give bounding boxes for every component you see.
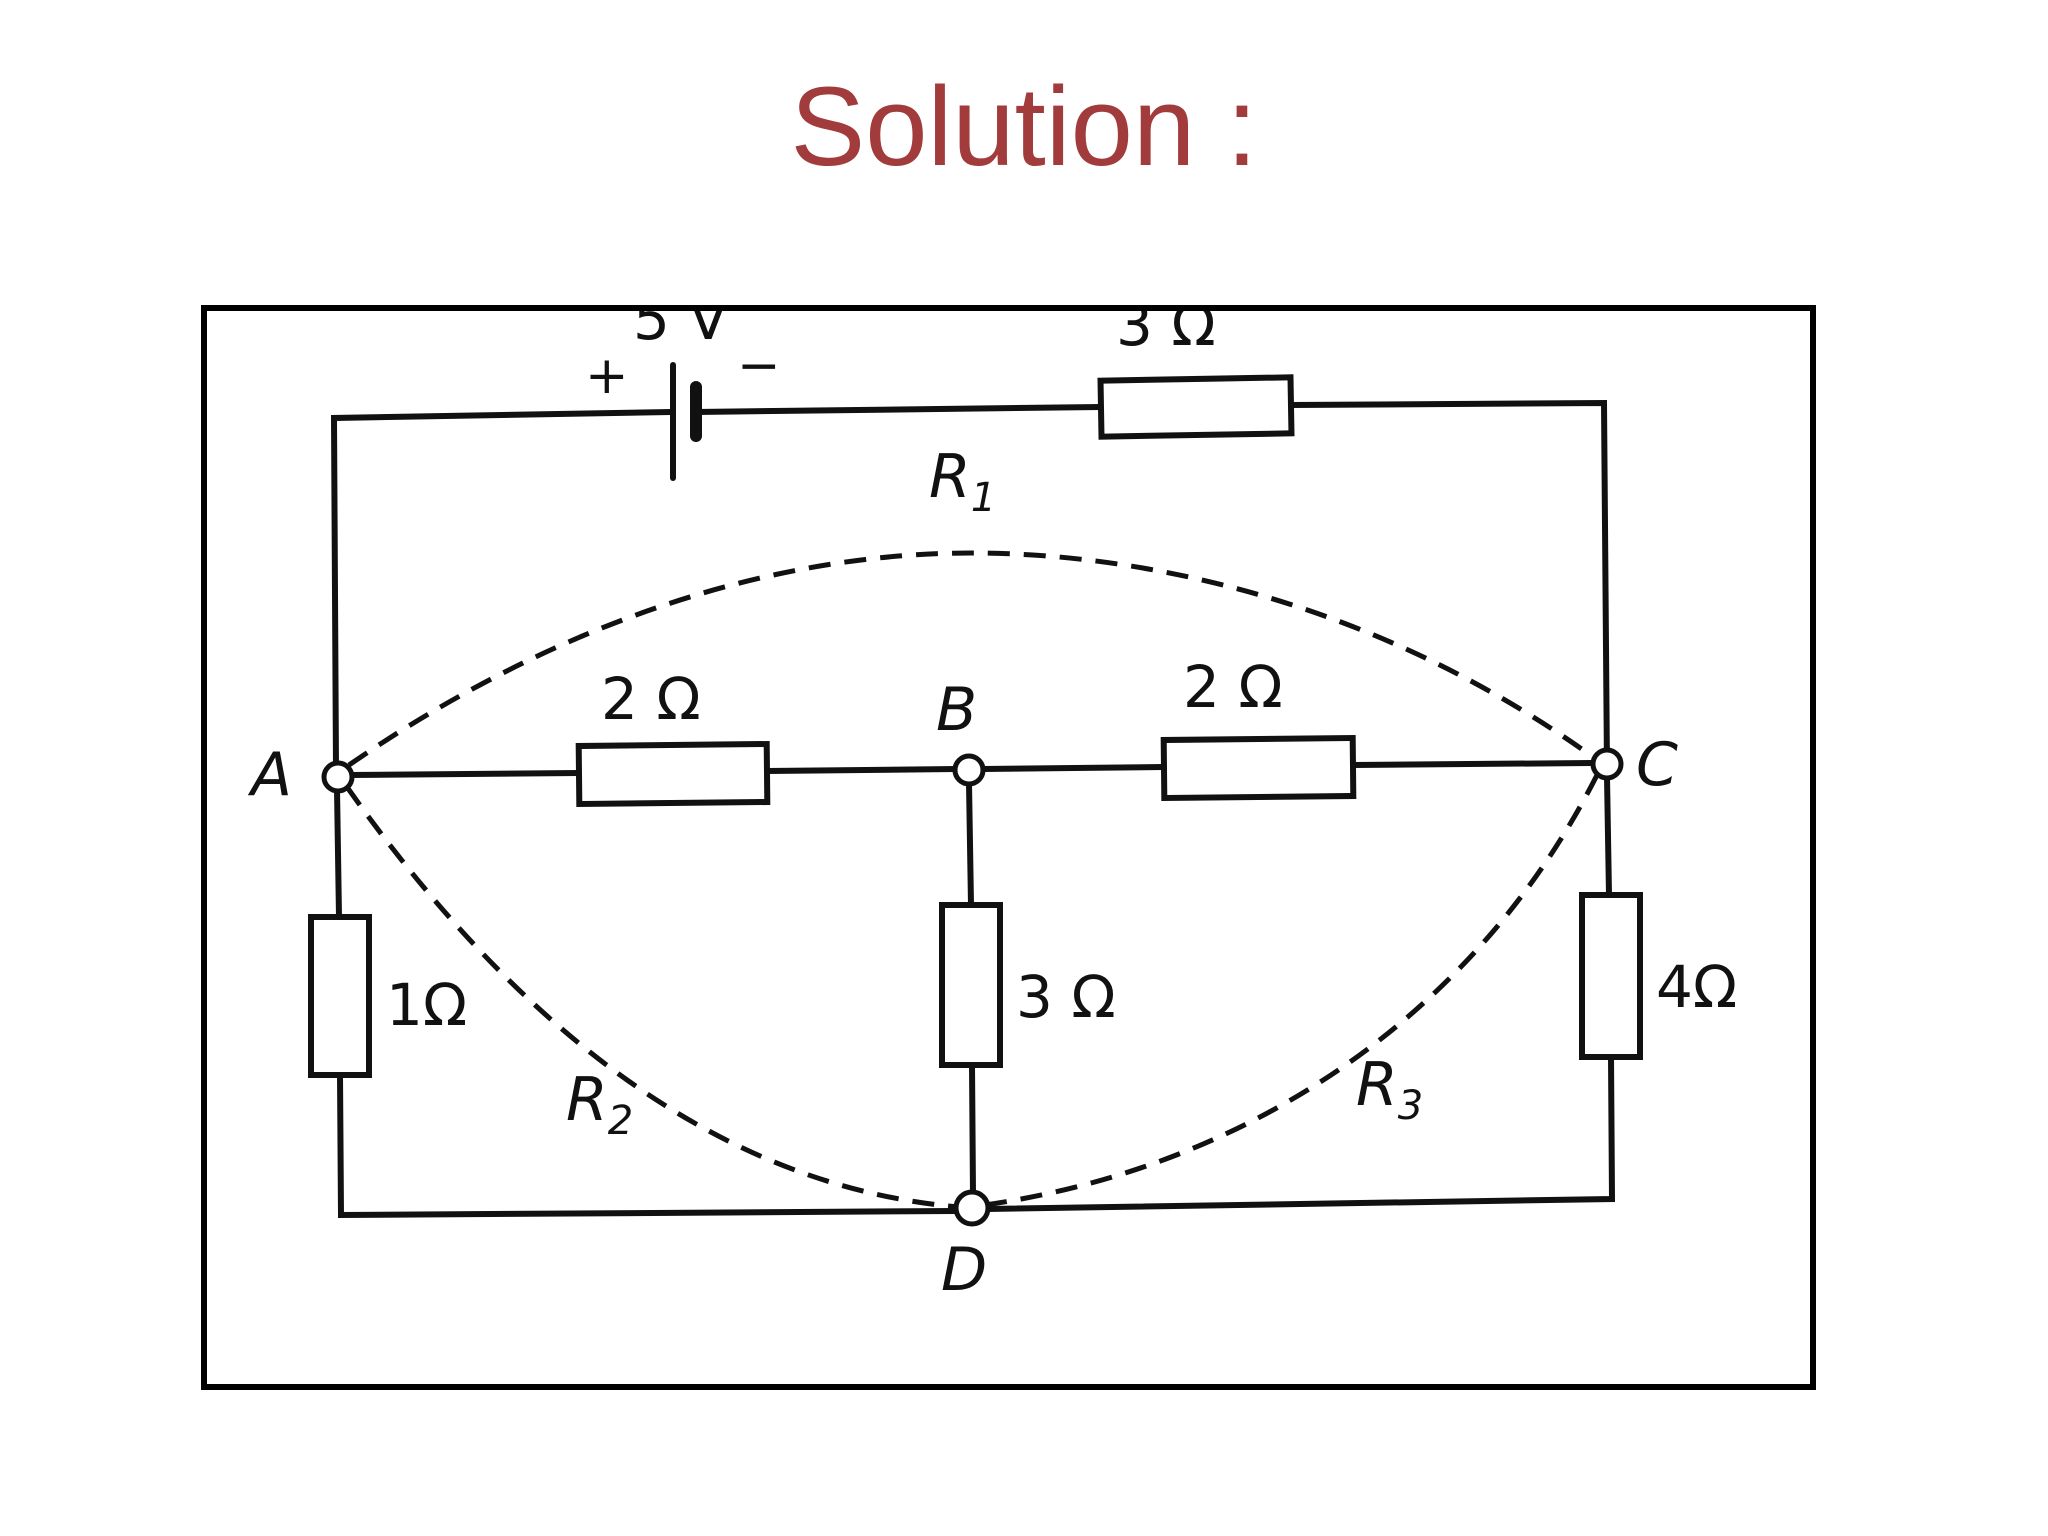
- r2-subscript: 2: [608, 1098, 633, 1144]
- resistor-ab-2ohm: [575, 740, 771, 808]
- node-b: [952, 753, 986, 787]
- resistor-bc-2ohm: [1160, 734, 1357, 802]
- resistor-bd-3ohm-label: 3 Ω: [1016, 963, 1116, 1031]
- battery-plus-label: +: [585, 346, 629, 406]
- node-c: [1590, 747, 1624, 781]
- equivalent-labels: R1 R2 R3: [566, 442, 1423, 1144]
- resistor-ad-1ohm: [308, 914, 372, 1078]
- resistor-ab-2ohm-label: 2 Ω: [601, 665, 701, 733]
- wire-left-top: [330, 409, 674, 773]
- r1-letter: R: [929, 442, 971, 512]
- r3-subscript: 3: [1398, 1083, 1423, 1129]
- node-d: [953, 1189, 991, 1227]
- circuit-diagram: 5 V + − 3 Ω 2 Ω 2 Ω 1Ω 3 Ω 4Ω: [247, 305, 1737, 1305]
- battery: 5 V + −: [585, 305, 781, 481]
- wire-2ohm-to-b: [764, 766, 960, 774]
- wire-top-right: [1288, 399, 1610, 773]
- equivalent-paths: [344, 550, 1600, 1210]
- wire-a-to-2ohm: [347, 770, 582, 778]
- resistor-top-3ohm: [1097, 374, 1295, 440]
- slide-title: Solution :: [790, 64, 1258, 189]
- r2-letter: R: [566, 1065, 608, 1135]
- wires: [330, 399, 1616, 1219]
- wire-battery-to-resistor: [693, 404, 1104, 415]
- resistor-top-3ohm-label: 3 Ω: [1116, 305, 1216, 359]
- wire-c-down: [1604, 774, 1612, 898]
- dashed-path-r2: [344, 785, 960, 1210]
- node-d-label: D: [941, 1235, 987, 1305]
- wire-b-down: [966, 780, 974, 908]
- wire-a-down: [334, 786, 342, 920]
- node-c-label: C: [1636, 730, 1678, 800]
- wire-left-bottom: [337, 1072, 959, 1219]
- dashed-path-r1: [347, 550, 1595, 768]
- battery-minus-label: −: [737, 336, 781, 396]
- wire-right-bottom: [984, 1054, 1616, 1212]
- node-a-label: A: [247, 740, 292, 810]
- resistor-cd-4ohm: [1579, 892, 1643, 1060]
- resistor-cd-4ohm-label: 4Ω: [1656, 953, 1737, 1021]
- circuit-diagram-frame: 5 V + − 3 Ω 2 Ω 2 Ω 1Ω 3 Ω 4Ω: [201, 305, 1816, 1390]
- resistor-bc-2ohm-label: 2 Ω: [1183, 653, 1283, 721]
- r3-label: R3: [1356, 1050, 1423, 1129]
- r2-label: R2: [566, 1065, 633, 1144]
- r1-label: R1: [929, 442, 996, 521]
- wire-3ohm-to-d: [969, 1062, 976, 1198]
- r3-letter: R: [1356, 1050, 1398, 1120]
- nodes: A B C D: [247, 675, 1678, 1305]
- node-b-label: B: [936, 675, 977, 745]
- resistor-bd-3ohm: [939, 902, 1003, 1068]
- dashed-path-r3: [984, 773, 1600, 1208]
- wire-2ohm-to-c: [1350, 760, 1595, 768]
- resistors: 3 Ω 2 Ω 2 Ω 1Ω 3 Ω 4Ω: [308, 305, 1737, 1078]
- r1-subscript: 1: [971, 475, 996, 521]
- node-a: [321, 760, 355, 794]
- battery-voltage-label: 5 V: [633, 305, 728, 353]
- wire-b-to-2ohm: [980, 764, 1167, 772]
- resistor-ad-1ohm-label: 1Ω: [386, 971, 467, 1039]
